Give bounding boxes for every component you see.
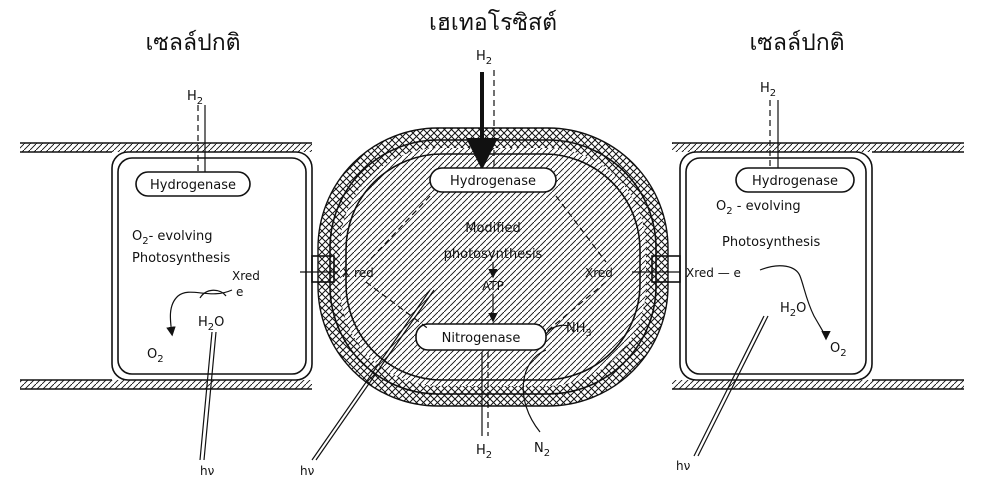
right-process-line2: Photosynthesis bbox=[722, 235, 821, 250]
heterocyst-process-line1: Modified bbox=[465, 221, 520, 236]
heterocyst-process-line2: photosynthesis bbox=[444, 247, 543, 262]
heterocyst-xred-right-label: Xred bbox=[585, 266, 613, 280]
right-water-label: H2O bbox=[780, 301, 806, 319]
right-oxygen-label: O2 bbox=[830, 341, 847, 359]
heterocyst-hydrogenase-box bbox=[429, 167, 557, 193]
heterocyst-atp-label: ATP bbox=[482, 279, 504, 293]
heterocyst-h2-top-label: H2 bbox=[476, 49, 492, 67]
right-hydrogenase-label: Hydrogenase bbox=[752, 174, 838, 189]
right-process-line1: O2 - evolving bbox=[716, 199, 801, 217]
heterocyst-nh3-label: NH3 bbox=[566, 321, 592, 339]
right-light-label: hν bbox=[676, 459, 691, 473]
heterocyst-light-label: hν bbox=[300, 464, 315, 478]
left-h2-label: H2 bbox=[187, 89, 203, 107]
caption-right-cell: เซลล์ปกติ bbox=[749, 29, 844, 56]
left-xred-label: Xred bbox=[232, 269, 260, 283]
heterocyst-hydrogenase-label: Hydrogenase bbox=[450, 174, 536, 189]
left-process-line2: Photosynthesis bbox=[132, 251, 231, 266]
heterocyst-content: H2 Hydrogenase Modified photosynthesis A… bbox=[300, 49, 680, 478]
right-xred-label: Xred — e bbox=[686, 266, 741, 280]
right-hydrogenase-box bbox=[735, 167, 855, 193]
left-hydrogenase-label: Hydrogenase bbox=[150, 178, 236, 193]
right-cell-content: H2 Hydrogenase O2 - evolving Photosynthe… bbox=[676, 81, 855, 473]
left-hydrogenase-box bbox=[135, 171, 251, 197]
heterocyst-nitrogenase-label: Nitrogenase bbox=[442, 331, 521, 346]
filament-sheath bbox=[20, 142, 964, 390]
left-process-line1: O2- evolving bbox=[132, 229, 213, 247]
caption-heterocyst: เฮเทอโรซิสต์ bbox=[429, 9, 557, 36]
heterocyst-xred-left-label: X red bbox=[342, 266, 374, 280]
heterocyst-h2-bottom-label: H2 bbox=[476, 443, 492, 461]
left-water-label: H2O bbox=[198, 315, 224, 333]
caption-left-cell: เซลล์ปกติ bbox=[145, 29, 240, 56]
right-h2-label: H2 bbox=[760, 81, 776, 99]
heterocyst-n2-label: N2 bbox=[534, 441, 550, 459]
left-oxygen-label: O2 bbox=[147, 347, 164, 365]
heterocyst-nitrogenase-box bbox=[415, 323, 547, 351]
left-electron-label: e bbox=[236, 285, 243, 299]
left-cell-content: H2 Hydrogenase O2- evolving Photosynthes… bbox=[132, 89, 260, 478]
left-light-label: hν bbox=[200, 464, 215, 478]
